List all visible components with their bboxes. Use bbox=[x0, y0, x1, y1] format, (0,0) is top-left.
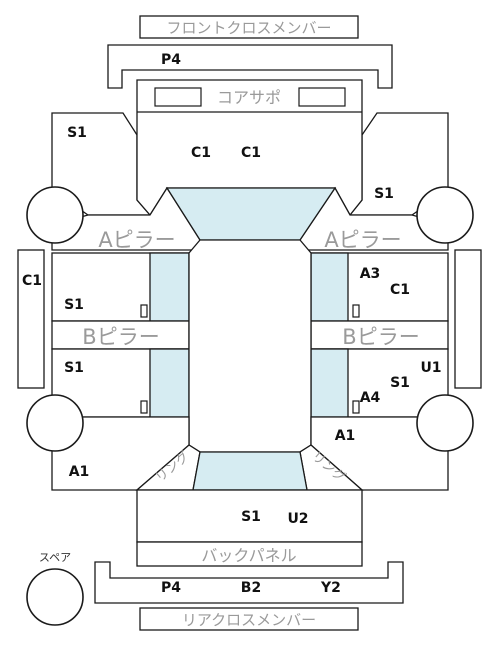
front-cross-member-box[interactable] bbox=[139, 15, 359, 39]
left-b-pillar-label: Bピラー bbox=[82, 325, 159, 349]
front-cross-member-label: フロントクロスメンバー bbox=[166, 19, 331, 37]
rear-left-wheel[interactable] bbox=[26, 394, 84, 452]
code-right-rear-quarter: A1 bbox=[335, 428, 356, 444]
trunk[interactable] bbox=[136, 489, 363, 543]
back-panel-box[interactable] bbox=[136, 541, 363, 567]
right-rear-door-handle[interactable] bbox=[352, 400, 360, 414]
code-rear-bumper-p4: P4 bbox=[161, 580, 181, 596]
left-side-sill[interactable] bbox=[17, 249, 45, 389]
rear-cross-member-box[interactable] bbox=[139, 607, 359, 631]
code-right-rear-door: S1 bbox=[390, 375, 410, 391]
code-right-front-door: C1 bbox=[390, 282, 410, 298]
left-front-door-handle[interactable] bbox=[140, 304, 148, 318]
right-headlight[interactable] bbox=[298, 87, 346, 107]
code-left-rear-quarter: A1 bbox=[69, 464, 90, 480]
right-rear-window[interactable] bbox=[310, 348, 349, 418]
code-rear-bumper-y2: Y2 bbox=[320, 580, 341, 596]
code-trunk-u2: U2 bbox=[287, 511, 308, 527]
left-rear-window[interactable] bbox=[149, 348, 190, 418]
right-a-pillar-label: Aピラー bbox=[324, 228, 401, 252]
code-right-front-window: A3 bbox=[360, 266, 381, 282]
left-a-pillar-label: Aピラー bbox=[98, 228, 175, 252]
roof[interactable] bbox=[188, 239, 312, 453]
front-left-wheel[interactable] bbox=[26, 186, 84, 244]
rear-cross-member-label: リアクロスメンバー bbox=[182, 611, 316, 629]
core-support-label: コアサポ bbox=[217, 88, 281, 107]
rear-window[interactable] bbox=[192, 451, 308, 491]
spare-tire[interactable] bbox=[26, 568, 84, 626]
left-headlight[interactable] bbox=[154, 87, 202, 107]
code-trunk-s1: S1 bbox=[241, 509, 261, 525]
spare-label: スペア bbox=[39, 551, 71, 564]
code-rear-bumper-b2: B2 bbox=[241, 580, 261, 596]
back-panel-label: バックパネル bbox=[201, 546, 296, 565]
right-side-sill[interactable] bbox=[454, 249, 482, 389]
code-right-side-sill: U1 bbox=[420, 360, 441, 376]
code-right-rear-window: A4 bbox=[360, 390, 381, 406]
rear-right-wheel[interactable] bbox=[416, 394, 474, 452]
front-right-wheel[interactable] bbox=[416, 186, 474, 244]
code-left-front-fender: S1 bbox=[67, 125, 87, 141]
code-right-front-fender: S1 bbox=[374, 186, 394, 202]
code-core-right: C1 bbox=[241, 145, 261, 161]
right-b-pillar-label: Bピラー bbox=[342, 325, 419, 349]
code-core-left: C1 bbox=[191, 145, 211, 161]
left-rear-door-handle[interactable] bbox=[140, 400, 148, 414]
code-left-rear-door: S1 bbox=[64, 360, 84, 376]
right-front-door-handle[interactable] bbox=[352, 304, 360, 318]
right-front-window[interactable] bbox=[310, 252, 349, 322]
rear-bumper[interactable] bbox=[94, 561, 404, 604]
code-left-side-sill: C1 bbox=[22, 273, 42, 289]
front-bumper[interactable] bbox=[107, 44, 393, 89]
left-front-window[interactable] bbox=[149, 252, 190, 322]
code-left-front-door: S1 bbox=[64, 297, 84, 313]
code-front-bumper: P4 bbox=[161, 52, 181, 68]
